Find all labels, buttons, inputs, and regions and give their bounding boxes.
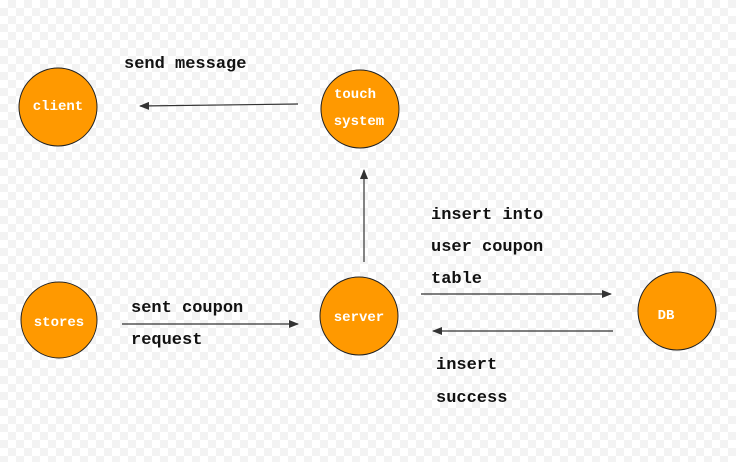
node-touch-system-label-line2: system — [334, 114, 384, 130]
node-db: DB — [637, 271, 717, 351]
node-server-circle — [319, 276, 399, 356]
node-server: server — [319, 276, 399, 356]
edge-label-table: table — [431, 270, 482, 289]
edge-stores-to-server: sent coupon request — [122, 299, 299, 350]
edge-label-insert: insert — [436, 356, 497, 375]
node-stores-label: stores — [34, 315, 84, 331]
arrow-touch-to-client — [139, 101, 299, 110]
node-stores-circle — [20, 281, 98, 359]
node-client-label: client — [33, 99, 83, 115]
node-touch-system-label-line1: touch — [334, 87, 376, 103]
edge-label-success: success — [436, 389, 507, 408]
node-db-label: DB — [658, 308, 675, 324]
edge-label-user-coupon: user coupon — [431, 238, 543, 257]
node-client-circle — [18, 67, 98, 147]
node-db-circle — [637, 271, 717, 351]
edge-label-insert-into: insert into — [431, 206, 543, 225]
edge-label-request: request — [131, 331, 202, 350]
edge-db-to-server: insert success — [432, 327, 613, 408]
edge-touch-to-client: send message — [124, 55, 299, 110]
node-stores: stores — [20, 281, 98, 359]
edge-label-send-message: send message — [124, 55, 246, 74]
node-touch-system-circle — [320, 69, 400, 149]
edge-label-sent-coupon: sent coupon — [131, 299, 243, 318]
edge-server-to-db: insert into user coupon table — [421, 206, 612, 298]
node-client: client — [18, 67, 98, 147]
node-server-label: server — [334, 310, 384, 326]
node-touch-system: touch system — [320, 69, 400, 149]
